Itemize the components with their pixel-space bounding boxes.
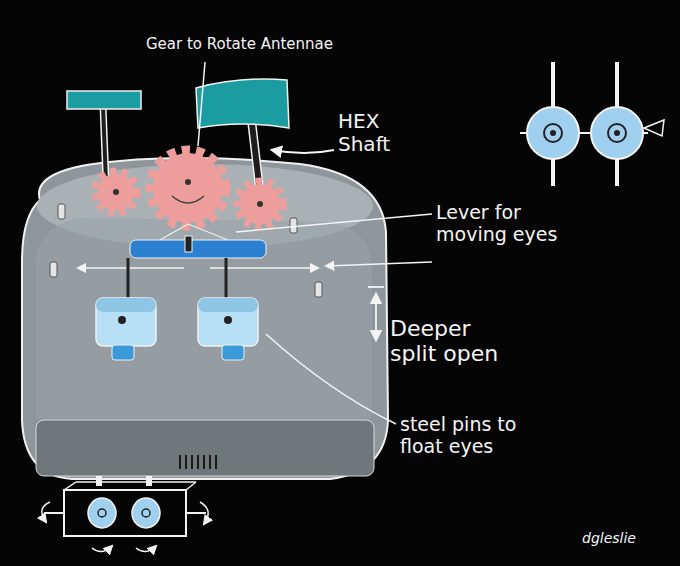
eye-ring	[544, 124, 562, 142]
eye-disc	[132, 498, 160, 528]
leader-line	[236, 214, 432, 232]
lever-link	[160, 224, 228, 240]
vent-marks	[180, 455, 216, 469]
part-label: steel pins to float eyes	[400, 414, 540, 458]
eye-pin	[127, 258, 130, 300]
vent	[191, 455, 193, 469]
eye-hub	[550, 130, 556, 136]
eye-box	[64, 490, 186, 536]
vent	[179, 455, 181, 469]
part-label: HEX Shaft	[338, 110, 408, 156]
rotate-arrow	[92, 546, 112, 552]
eye-disc	[591, 107, 643, 159]
motion-arrow	[78, 267, 184, 269]
gear-hub	[185, 179, 191, 185]
box-edge	[76, 481, 196, 483]
leader-line	[266, 334, 396, 424]
eye-pivot	[118, 316, 126, 324]
antenna-flag	[67, 91, 141, 109]
rotate-arrow	[200, 502, 208, 524]
eye-stem	[112, 345, 134, 360]
main-gear	[153, 153, 223, 223]
lever-slot	[185, 236, 192, 252]
gear	[98, 174, 134, 210]
axle	[186, 512, 206, 514]
leader-arrow	[272, 150, 334, 153]
eye-ring	[608, 124, 626, 142]
signature: dgleslie	[582, 530, 672, 546]
antenna-shaft	[103, 106, 106, 182]
eye-disc	[88, 498, 116, 528]
gear-teeth	[238, 182, 282, 226]
vent	[203, 455, 205, 469]
eye-cylinder	[96, 298, 156, 346]
eye-pin	[225, 258, 228, 300]
depth-arrow	[375, 294, 377, 340]
vent	[209, 455, 211, 469]
eye-axle-sketch	[520, 62, 664, 186]
eye-stem	[222, 345, 244, 360]
peg	[290, 218, 297, 233]
gear-hub	[257, 201, 263, 207]
peg	[58, 204, 65, 219]
eye-hub	[614, 130, 620, 136]
gear-teeth	[151, 151, 225, 225]
inner-cavity	[36, 218, 372, 418]
vent	[215, 455, 217, 469]
axle	[44, 512, 64, 514]
eye-top	[198, 298, 258, 312]
leader-arrow	[326, 262, 432, 266]
shaft-outline	[103, 106, 106, 182]
box-edge	[186, 482, 196, 490]
gear-smile	[172, 196, 204, 203]
antenna-flag	[196, 79, 289, 128]
eye-cylinder	[198, 298, 258, 346]
leader-line	[198, 62, 205, 146]
peg	[315, 282, 322, 297]
rod-tip	[644, 120, 664, 136]
gear	[240, 184, 280, 224]
title-label: Gear to Rotate Antennae	[146, 36, 386, 53]
eye-top	[96, 298, 156, 312]
eye-ring	[98, 509, 106, 517]
eye-pivot	[224, 316, 232, 324]
box-edge	[64, 482, 76, 490]
eye-lever	[130, 240, 266, 258]
eye-disc	[527, 107, 579, 159]
lower-band	[36, 420, 374, 476]
gear-teeth	[96, 172, 136, 212]
bracket-tick	[368, 286, 384, 288]
rotate-arrow	[42, 502, 50, 522]
note-label: Deeper split open	[390, 316, 510, 367]
box-post	[96, 476, 102, 486]
vent	[197, 455, 199, 469]
gear-hub	[113, 189, 119, 195]
peg	[50, 262, 57, 277]
rotate-arrow	[136, 546, 156, 552]
eye-box-sketch	[42, 476, 208, 552]
part-label: Lever for moving eyes	[436, 202, 586, 246]
eye-ring	[142, 509, 150, 517]
box-post	[146, 476, 152, 486]
vent	[185, 455, 187, 469]
